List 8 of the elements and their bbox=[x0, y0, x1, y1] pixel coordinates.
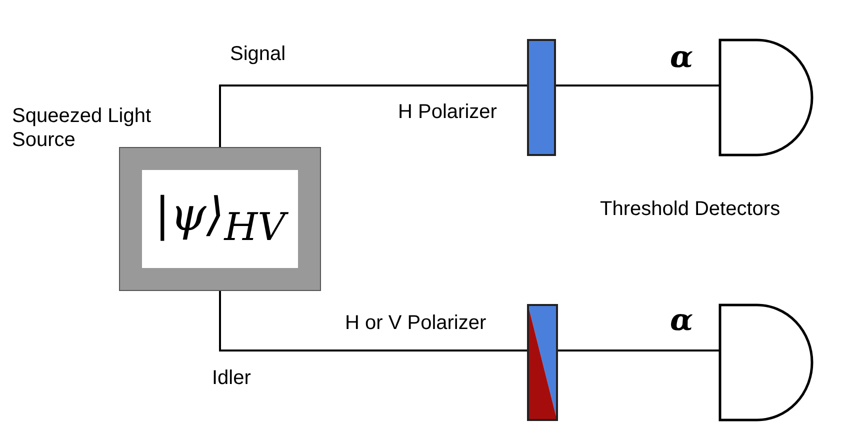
detectors-label: Threshold Detectors bbox=[600, 197, 780, 221]
light-path bbox=[219, 84, 528, 148]
light-path bbox=[557, 350, 720, 352]
light-path bbox=[555, 84, 720, 86]
polarizer-label: H or V Polarizer bbox=[345, 311, 486, 335]
polarizer-label: H Polarizer bbox=[398, 100, 497, 124]
source-label: Squeezed Light Source bbox=[12, 104, 152, 152]
light-path bbox=[219, 290, 528, 352]
